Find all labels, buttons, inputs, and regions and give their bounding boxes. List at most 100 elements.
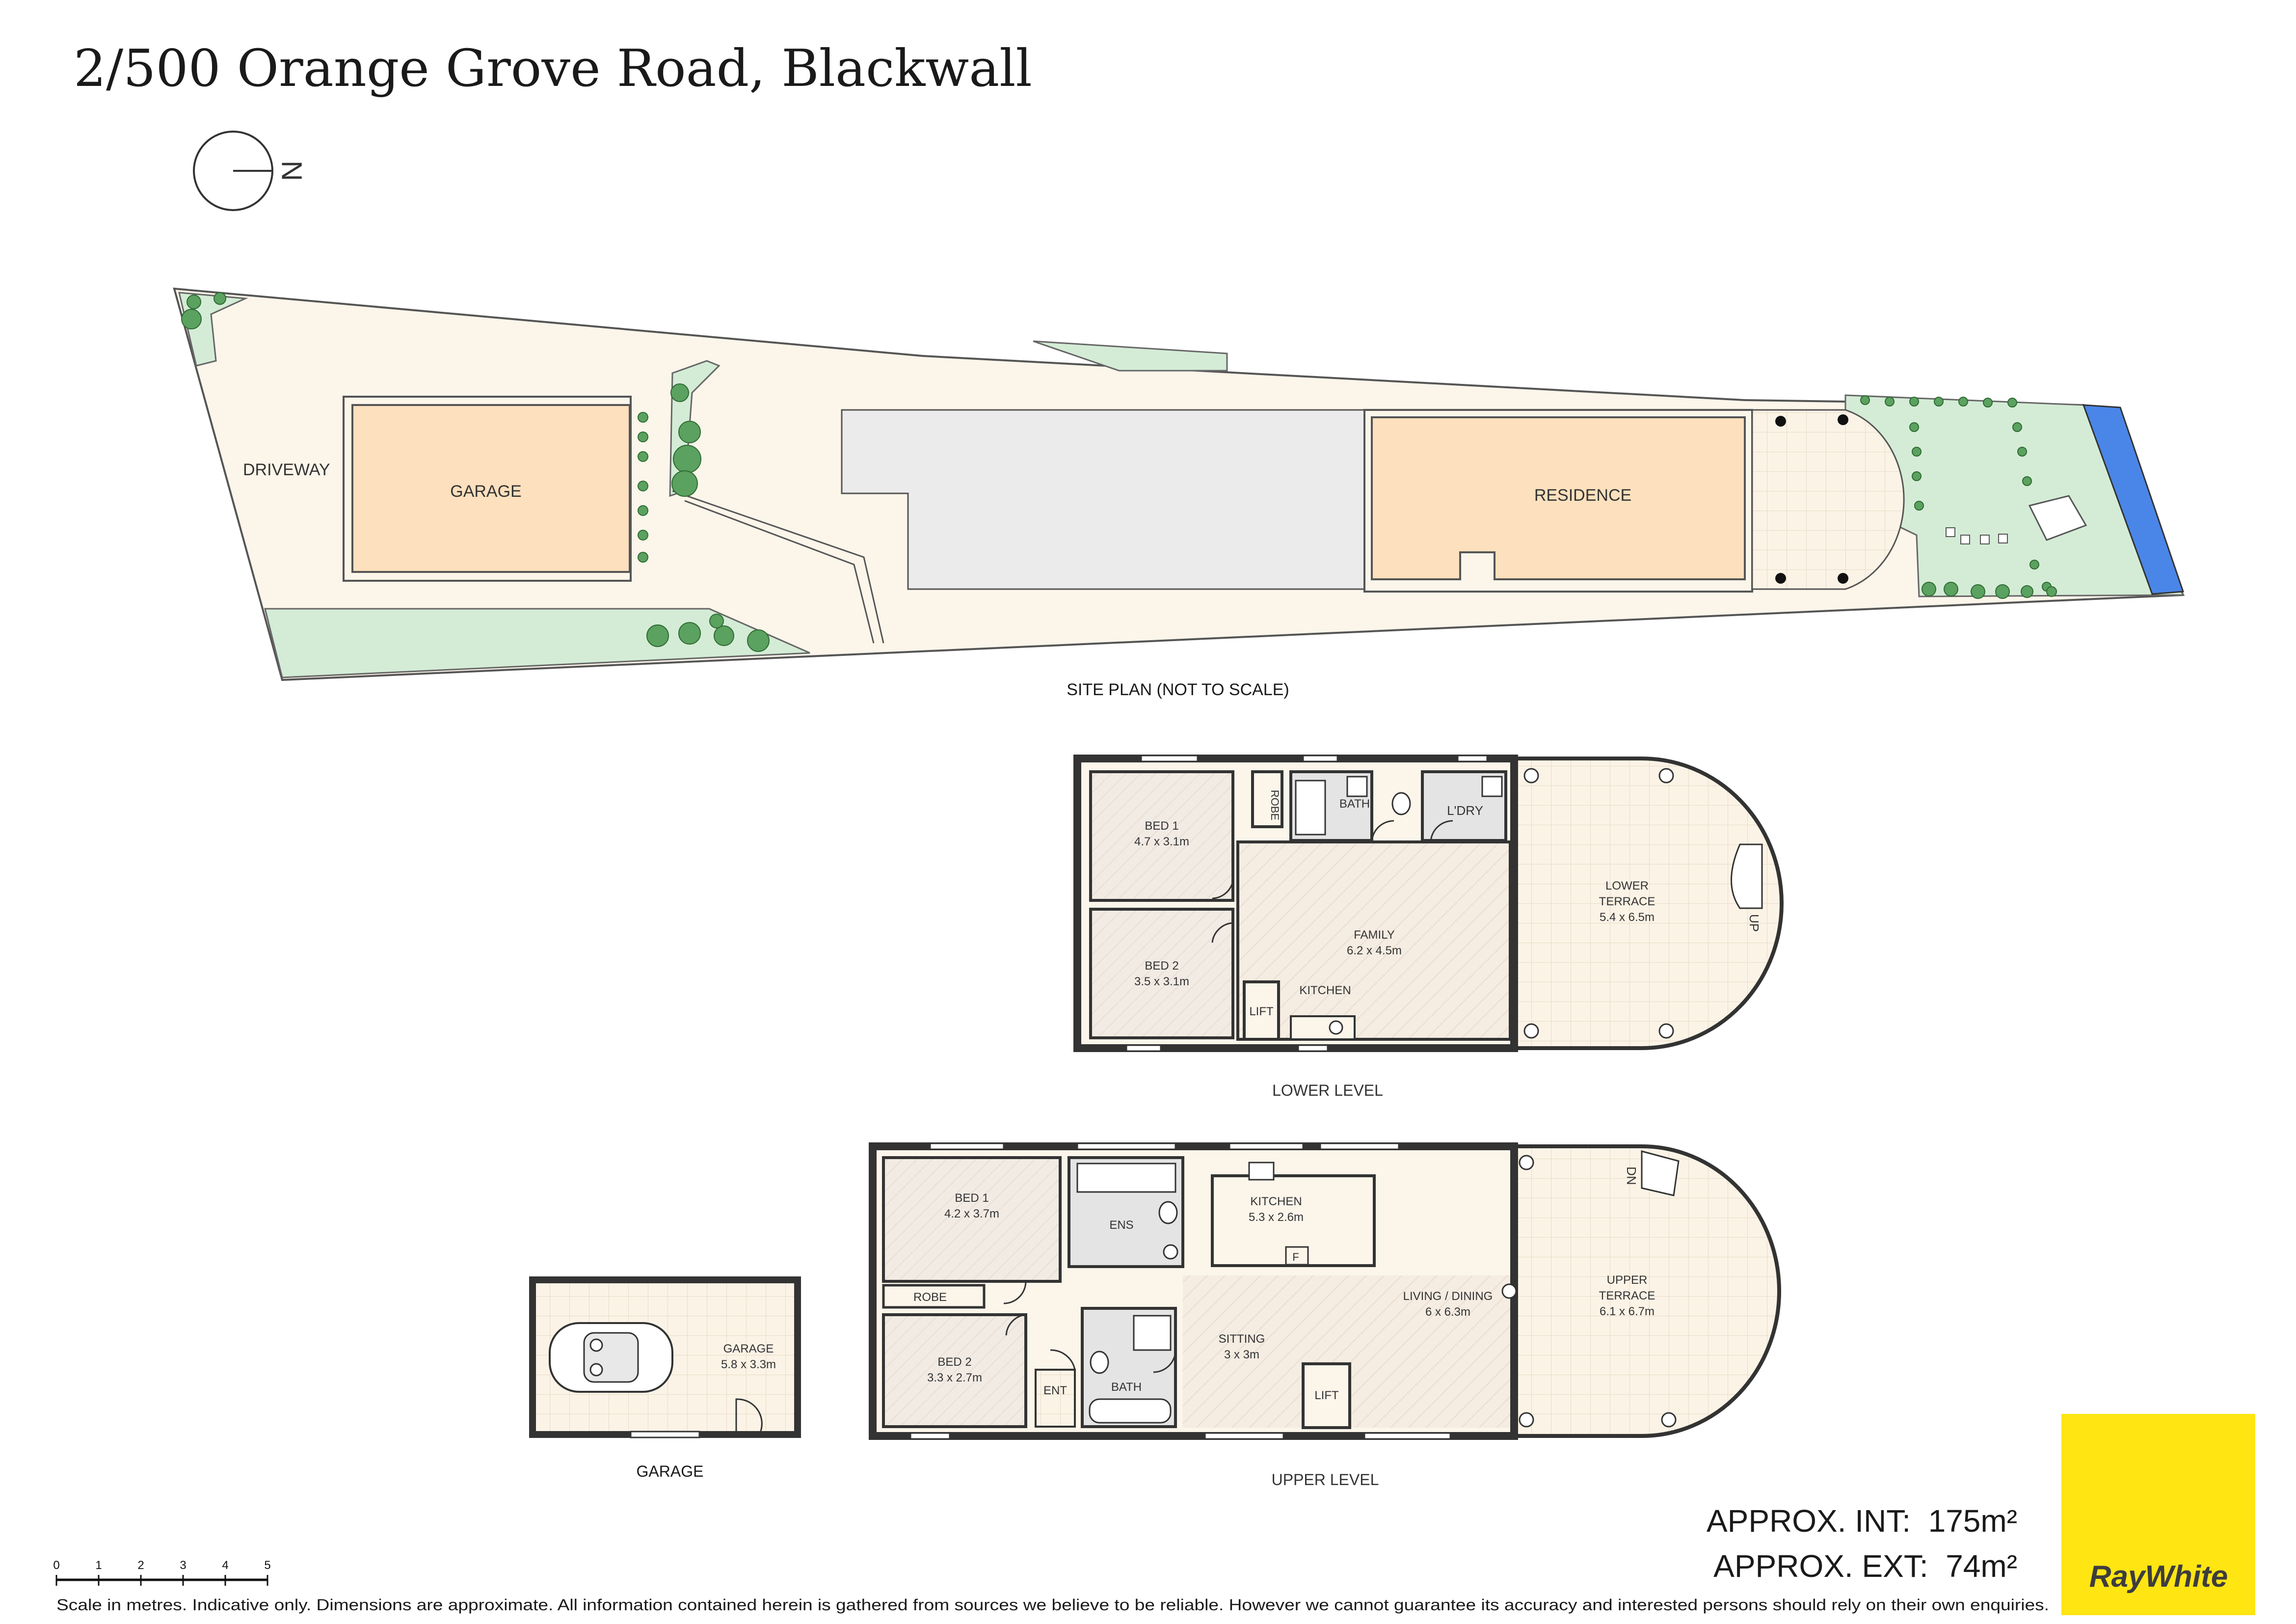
terrace-posts [1523,768,1674,1039]
upper-bed2-label: BED 2 [937,1355,971,1369]
lawn-top-middle [1033,340,1228,372]
lower-bed2 [1089,908,1234,1039]
upper-entry [1035,1369,1076,1428]
door-swing [1430,820,1453,842]
scale-tick-label: 3 [180,1559,186,1572]
upper-terrace-label: TERRACE [1599,1289,1655,1302]
garage-window [630,1431,700,1438]
upper-robe-label: ROBE [913,1291,947,1304]
site-post [1838,573,1848,584]
upper-bed1-label: BED 1 [955,1191,988,1205]
lower-bath-label: BATH [1339,797,1370,811]
upper-living-label: LIVING / DINING [1403,1290,1493,1303]
lower-robe-label: ROBE [1269,790,1281,820]
lower-laundry-label: L'DRY [1447,803,1483,818]
site-step [1980,535,1990,544]
upper-bath-toilet [1090,1351,1109,1374]
upper-terrace-label: UPPER [1607,1273,1648,1287]
scale-tick-label: 1 [95,1559,102,1572]
lower-vanity [1346,776,1368,797]
logo-box [2061,1414,2255,1615]
site-terrace [1751,409,1905,590]
lower-level-caption: LOWER LEVEL [1272,1082,1383,1099]
lower-stair [1731,843,1763,909]
raywhite-logo: RayWhite [2061,1414,2255,1615]
door-swing [1212,881,1234,899]
page-title: 2/500 Orange Grove Road, Blackwall [74,38,1032,98]
garage-door-swing [735,1398,763,1432]
logo-text: RayWhite [2089,1560,2228,1594]
upper-sitting-label: SITTING [1219,1332,1265,1346]
site-garage-label: GARAGE [450,482,521,501]
upper-cooktop [1248,1162,1275,1181]
upper-bed2-dims: 3.3 x 2.7m [927,1371,982,1384]
windows [1125,755,1488,1052]
door-swing [1153,1350,1176,1373]
upper-sitting [1183,1296,1384,1428]
site-post [1775,573,1786,584]
door-swing [1005,1314,1026,1336]
lower-kitchen-label: KITCHEN [1299,984,1351,997]
lower-terrace-dims: 5.4 x 6.5m [1600,911,1655,924]
lower-terrace-label: TERRACE [1599,895,1655,908]
lower-sink [1329,1020,1343,1035]
lower-shower [1295,780,1326,836]
upper-living-dims: 6 x 6.3m [1425,1305,1470,1319]
lower-family-dims: 6.2 x 4.5m [1347,944,1402,957]
lower-lift-label: LIFT [1249,1005,1274,1018]
lower-bed2-label: BED 2 [1145,959,1178,973]
upper-stair [1641,1150,1680,1196]
upper-bathtub [1089,1398,1172,1424]
scale-tick-label: 2 [137,1559,144,1572]
upper-bed2 [882,1313,1027,1428]
lower-robe [1251,770,1283,828]
scale-tick-label: 4 [222,1559,228,1572]
site-daybed [2028,495,2087,541]
lower-kitchen-bench [1290,1015,1356,1040]
north-compass: N [193,131,308,211]
upper-fridge [1285,1246,1309,1266]
upper-shower [1076,1163,1176,1193]
site-post [1838,414,1848,425]
site-path [672,490,884,644]
door-swing [1211,922,1233,943]
upper-ens-basin [1163,1244,1178,1260]
upper-sitting-dims: 3 x 3m [1224,1348,1259,1361]
upper-kitchen-dims: 5.3 x 2.6m [1249,1211,1304,1224]
upper-ent-label: ENT [1043,1384,1067,1397]
scale-tick-label: 0 [53,1559,59,1572]
upper-bed1-dims: 4.2 x 3.7m [944,1207,999,1220]
door-swing [1003,1281,1027,1304]
garage-plan: GARAGE 5.8 x 3.3m GARAGE [529,1276,801,1480]
north-label: N [276,161,308,181]
upper-bed1 [882,1156,1062,1283]
windows [909,1142,1451,1440]
lower-bed1-label: BED 1 [1145,819,1178,833]
lower-lift [1243,980,1280,1041]
scale-tick-label: 5 [264,1559,270,1572]
site-garage [351,404,631,573]
upper-terrace [1512,1144,1781,1438]
garage-dims: 5.8 x 3.3m [721,1358,776,1371]
upper-robe [882,1284,986,1309]
door-swing [1371,820,1394,842]
lawn-bottom-left [264,608,810,678]
disclaimer: Scale in metres. Indicative only. Dimens… [56,1596,2049,1614]
lower-terrace-label: LOWER [1605,879,1649,893]
site-plan-caption: SITE PLAN (NOT TO SCALE) [1067,680,1289,699]
site-step [1946,527,1955,537]
lower-bed1-dims: 4.7 x 3.1m [1134,835,1189,848]
upper-level-plan: DN BED 1 4.2 x 3.7m ENS KITCHEN 5.3 x 2.… [869,1142,1781,1489]
upper-ens-toilet [1158,1201,1178,1224]
lower-bed2-dims: 3.5 x 3.1m [1134,975,1189,988]
upper-terrace-dims: 6.1 x 6.7m [1600,1305,1655,1318]
driveway-label: DRIVEWAY [243,460,330,479]
lower-bed1 [1089,770,1234,902]
garage-label: GARAGE [723,1342,774,1355]
upper-lift [1302,1362,1351,1429]
site-concrete-slab [841,409,1365,590]
upper-fridge-label: F [1292,1251,1299,1263]
lower-terrace [1512,757,1784,1050]
site-post [1775,416,1786,427]
